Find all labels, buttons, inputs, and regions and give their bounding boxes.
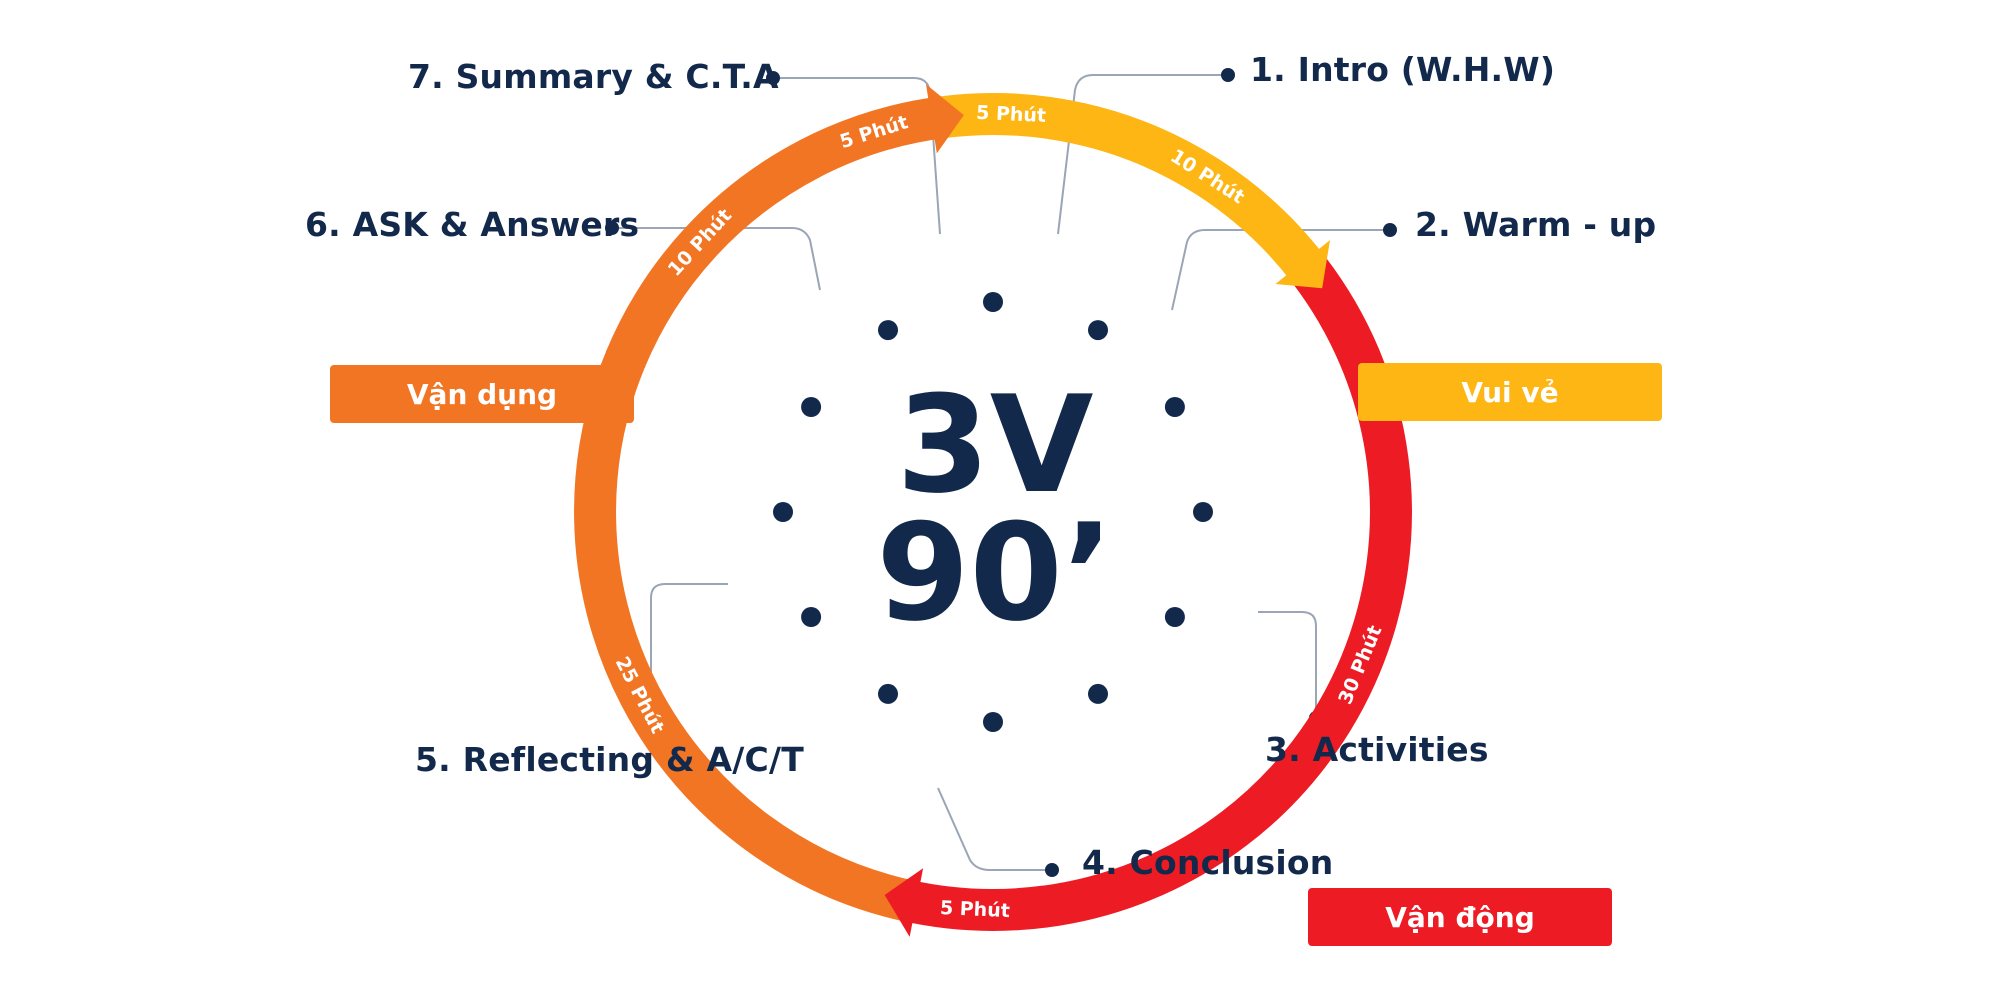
clock-dot-11 — [801, 397, 822, 417]
duration-ring — [574, 84, 1412, 937]
connector-line-1 — [1057, 74, 1228, 235]
ring-segment-5 — [574, 349, 912, 922]
ring-segment-4 — [900, 879, 1049, 931]
duration-label-4: 5 Phút — [939, 897, 1010, 922]
tag-vui-ve: Vui vẻ — [1358, 363, 1662, 421]
clock-dot-9 — [801, 607, 822, 627]
step-6-ask-answers: 6. ASK & Answers — [305, 205, 640, 244]
connector-dot-7 — [766, 71, 780, 85]
clock-dot-10 — [773, 502, 793, 522]
clock-dot-3 — [1164, 397, 1185, 417]
step-3-activities: 3. Activities — [1265, 730, 1489, 769]
clock-dot-1 — [983, 292, 1003, 312]
tag-van-dung: Vận dụng — [330, 365, 634, 423]
tag-van-dong: Vận động — [1308, 888, 1612, 946]
center-duration: 90’ — [876, 495, 1114, 651]
clock-dot-7 — [983, 712, 1003, 732]
center-title: 3V — [896, 367, 1094, 523]
ring-arrow-red — [884, 868, 924, 937]
step-7-summary: 7. Summary & C.T.A — [408, 57, 779, 96]
step-4-conclusion: 4. Conclusion — [1082, 843, 1334, 882]
ring-segment-6 — [605, 139, 821, 369]
clock-dot-4 — [1193, 502, 1213, 522]
connector-dot-6 — [605, 221, 619, 235]
ring-arrow-yellow — [1275, 240, 1330, 289]
connector-dot-1 — [1221, 68, 1235, 82]
connector-line-3 — [1258, 611, 1317, 718]
ring-segment-7 — [799, 96, 946, 178]
connector-dot-2 — [1383, 223, 1397, 237]
connector-line-4 — [937, 787, 1052, 871]
step-5-reflecting: 5. Reflecting & A/C/T — [415, 740, 804, 779]
clock-dot-12 — [878, 320, 898, 341]
duration-label-1: 5 Phút — [976, 102, 1047, 127]
ring-segment-2 — [1074, 102, 1327, 284]
ring-arrow-orange — [926, 84, 964, 154]
step-2-warm-up: 2. Warm - up — [1415, 205, 1657, 244]
connector-line-5 — [650, 583, 728, 718]
connector-dot-4 — [1045, 863, 1059, 877]
clock-dot-6 — [1088, 683, 1108, 704]
connector-line-6 — [612, 227, 821, 291]
step-1-intro: 1. Intro (W.H.W) — [1250, 50, 1556, 89]
connector-line-2 — [1171, 229, 1390, 311]
clock-dot-8 — [878, 683, 898, 704]
clock-dots — [773, 292, 1213, 732]
clock-dot-2 — [1088, 320, 1108, 341]
clock-dot-5 — [1164, 607, 1185, 627]
